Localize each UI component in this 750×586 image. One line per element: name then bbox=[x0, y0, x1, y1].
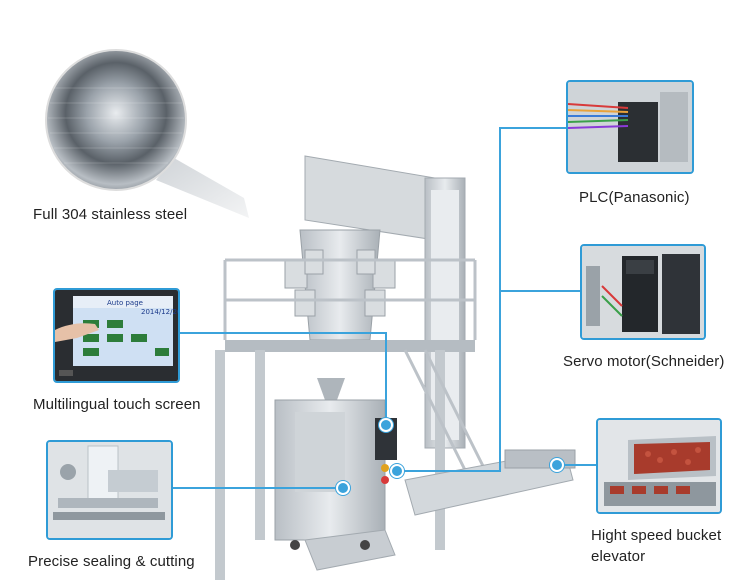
plc-image bbox=[568, 82, 692, 172]
label-elevator-line2: elevator bbox=[591, 548, 646, 565]
connector-touch-horizontal bbox=[180, 332, 386, 334]
marker-touch-screen bbox=[379, 418, 393, 432]
connector-touch-vertical bbox=[385, 332, 387, 422]
connector-plc-horizontal bbox=[500, 127, 566, 129]
callout-touch-screen: Auto page 2014/12/26 bbox=[53, 288, 180, 383]
callout-servo bbox=[580, 244, 706, 340]
label-elevator-line1: Hight speed bucket bbox=[591, 527, 722, 544]
packing-machine-icon bbox=[215, 155, 576, 580]
elevator-image bbox=[598, 420, 720, 512]
steel-sample bbox=[44, 48, 254, 218]
label-plc: PLC(Panasonic) bbox=[579, 189, 690, 206]
brushed-steel-disc-icon bbox=[45, 49, 249, 218]
label-sealing: Precise sealing & cutting bbox=[28, 553, 195, 570]
touch-screen-title: Auto page bbox=[107, 299, 143, 307]
touch-screen-readout: 2014/12/26 bbox=[141, 308, 178, 316]
machine-illustration bbox=[205, 150, 585, 586]
label-servo: Servo motor(Schneider) bbox=[563, 353, 725, 370]
connector-plc-bottom bbox=[395, 470, 501, 472]
connector-elevator-horizontal bbox=[556, 464, 596, 466]
label-touch-screen: Multilingual touch screen bbox=[33, 396, 201, 413]
callout-sealing bbox=[46, 440, 173, 540]
connector-plc-vertical bbox=[499, 127, 501, 472]
marker-plc-servo bbox=[390, 464, 404, 478]
label-stainless-steel: Full 304 stainless steel bbox=[33, 206, 188, 223]
sealing-image bbox=[48, 442, 171, 538]
servo-image bbox=[582, 246, 704, 338]
callout-plc bbox=[566, 80, 694, 174]
connector-sealing-horizontal bbox=[173, 487, 341, 489]
connector-servo-horizontal bbox=[500, 290, 580, 292]
marker-elevator bbox=[550, 458, 564, 472]
touch-screen-image: Auto page 2014/12/26 bbox=[55, 290, 178, 381]
callout-elevator bbox=[596, 418, 722, 514]
marker-sealing bbox=[336, 481, 350, 495]
